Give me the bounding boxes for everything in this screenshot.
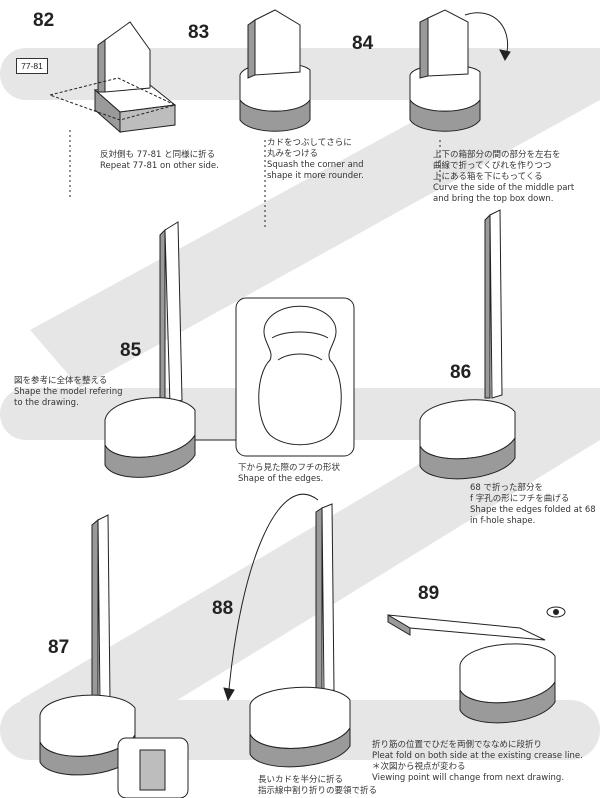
caption-89: 折り筋の位置でひだを両側でななめに段折り Pleat fold on both …: [372, 740, 583, 784]
step-86-number: 86: [450, 362, 472, 383]
model-86: [419, 209, 516, 480]
caption-83-en1: Squash the corner and: [267, 160, 364, 170]
model-87: [39, 514, 189, 798]
caption-85-en1: Shape the model refering: [14, 387, 123, 397]
step-89-number: 89: [418, 583, 440, 604]
caption-85: 図を参考に全体を整える Shape the model refering to …: [14, 376, 123, 409]
model-89: [387, 606, 566, 724]
caption-84: 上下の箱部分の間の部分を左右を 曲線で折ってくびれを作りつつ 上にある箱を下にも…: [433, 150, 574, 205]
caption-82-en: Repeat 77-81 on other side.: [100, 161, 219, 171]
step-87-number: 87: [48, 637, 70, 658]
caption-86-en2: in f-hole shape.: [470, 516, 536, 526]
caption-86: 68 で折った部分を f 字孔の形にフチを曲げる Shape the edges…: [470, 483, 596, 527]
model-85: [104, 221, 238, 478]
bg-diagonal-band-2: [20, 388, 600, 760]
caption-84-en1: Curve the side of the middle part: [433, 183, 575, 193]
step-84-number: 84: [352, 33, 374, 54]
caption-edges-en: Shape of the edges.: [238, 474, 324, 484]
caption-82: 反対側も 77-81 と同様に折る Repeat 77-81 on other …: [100, 150, 219, 172]
caption-edges-jp: 下から見た際のフチの形状: [238, 463, 341, 473]
caption-86-jp2: f 字孔の形にフチを曲げる: [470, 494, 570, 504]
model-84: [409, 9, 511, 190]
caption-84-jp2: 曲線で折ってくびれを作りつつ: [433, 161, 552, 171]
step-88-number: 88: [212, 598, 234, 619]
caption-84-jp1: 上下の箱部分の間の部分を左右を: [433, 150, 561, 160]
edge-shape-inset: [235, 297, 355, 457]
caption-83-en2: shape it more rounder.: [267, 171, 364, 181]
caption-84-jp3: 上にある箱を下にもってくる: [433, 172, 543, 182]
caption-88-jp1: 長いカドを半分に折る: [258, 775, 344, 785]
model-82: [48, 21, 177, 200]
caption-edges: 下から見た際のフチの形状 Shape of the edges.: [238, 463, 340, 485]
caption-89-en2: Viewing point will change from next draw…: [372, 773, 565, 783]
caption-89-jp1: 折り筋の位置でひだを両側でななめに段折り: [372, 740, 543, 750]
caption-83-jp2: 丸みをつける: [267, 149, 319, 159]
caption-83-jp1: カドをつぶしてさらに: [267, 138, 352, 148]
model-83: [239, 9, 311, 230]
caption-86-jp1: 68 で折った部分を: [470, 483, 544, 493]
step-83-number: 83: [188, 22, 210, 43]
caption-84-en2: and bring the top box down.: [433, 194, 554, 204]
caption-85-jp: 図を参考に全体を整える: [14, 376, 108, 386]
caption-88-jp2: 指示線中割り折りの要領で折る: [258, 786, 378, 796]
caption-82-jp: 反対側も 77-81 と同様に折る: [100, 150, 216, 160]
caption-89-jp2: ＊次図から視点が変わる: [372, 762, 466, 772]
caption-85-en2: to the drawing.: [14, 398, 79, 408]
caption-89-en1: Pleat fold on both side at the existing …: [372, 751, 583, 761]
caption-83: カドをつぶしてさらに 丸みをつける Squash the corner and …: [267, 138, 364, 182]
caption-88: 長いカドを半分に折る 指示線中割り折りの要領で折る: [258, 775, 377, 797]
reference-box: 77-81: [16, 58, 48, 74]
caption-86-en1: Shape the edges folded at 68: [470, 505, 596, 515]
step-85-number: 85: [120, 340, 142, 361]
step-82-number: 82: [33, 10, 55, 31]
model-88: [223, 493, 351, 768]
